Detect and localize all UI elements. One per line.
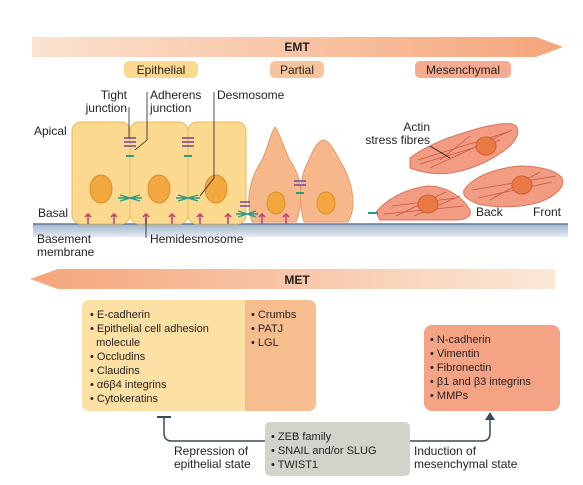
epithelial-cell [129, 121, 189, 225]
label-adherens-junction-2: junction [149, 101, 191, 115]
nucleus [266, 191, 286, 215]
stage-labels: Epithelial Partial Mesenchymal [124, 61, 511, 78]
tight-junctions [124, 137, 306, 207]
nucleus [204, 174, 228, 204]
transcription-factor: • SNAIL and/or SLUG [271, 445, 377, 457]
partial-emt-cells [248, 126, 354, 223]
label-desmosome: Desmosome [217, 88, 285, 102]
epithelial-marker: • α6β4 integrins [90, 379, 167, 391]
mesenchymal-marker-box: • N-cadherin • Vimentin • Fibronectin • … [424, 325, 560, 411]
repression-label-2: epithelial state [174, 457, 251, 471]
polarity-marker: • LGL [251, 337, 279, 349]
label-back: Back [476, 205, 504, 219]
leader-lines [128, 92, 451, 238]
induction-arrowhead [485, 412, 495, 420]
label-apical: Apical [34, 124, 67, 138]
label-adherens-junction-1: Adherens [150, 88, 201, 102]
stage-partial: Partial [280, 63, 314, 77]
emt-arrow: EMT [32, 37, 563, 57]
induction-label-1: Induction of [414, 444, 477, 458]
mesenchymal-marker: • Fibronectin [430, 362, 491, 374]
epithelial-cell [71, 121, 131, 225]
nucleus [89, 174, 113, 204]
label-front: Front [533, 205, 562, 219]
mesenchymal-cells [375, 123, 564, 221]
transcription-factor-box: • ZEB family • SNAIL and/or SLUG • TWIST… [265, 422, 410, 476]
epithelial-marker: • Occludins [90, 351, 146, 363]
polarity-marker: • Crumbs [251, 309, 297, 321]
regulation-labels: Repression of epithelial state Induction… [174, 444, 518, 471]
transcription-factor: • ZEB family [271, 431, 332, 443]
label-tight-junction-1: Tight [101, 88, 128, 102]
label-basement-membrane-1: Basement [37, 232, 92, 246]
nucleus [417, 194, 439, 214]
transcription-factor: • TWIST1 [271, 459, 318, 471]
mesenchymal-marker: • MMPs [430, 390, 469, 402]
emt-arrow-label: EMT [284, 40, 310, 54]
nucleus [316, 191, 336, 215]
label-tight-junction-2: junction [85, 101, 127, 115]
basement-membrane [33, 223, 568, 237]
nucleus [475, 136, 497, 156]
mesenchymal-cell-top [409, 123, 519, 175]
label-basement-membrane-2: membrane [37, 245, 95, 259]
met-arrow-label: MET [284, 273, 310, 287]
epithelial-marker: molecule [90, 337, 140, 349]
polarity-marker: • PATJ [251, 323, 283, 335]
label-basal: Basal [38, 206, 68, 220]
mesenchymal-marker: • β1 and β3 integrins [430, 376, 531, 388]
mesenchymal-marker: • Vimentin [430, 348, 480, 360]
cell-annotations: Tight junction Adherens junction Desmoso… [34, 88, 562, 259]
mesenchymal-marker: • N-cadherin [430, 334, 491, 346]
stage-mesenchymal: Mesenchymal [426, 63, 500, 77]
nucleus [147, 174, 171, 204]
adherens-junctions [126, 155, 378, 214]
induction-connector [410, 419, 491, 442]
induction-label-2: mesenchymal state [414, 457, 518, 471]
label-actin-stress-fibres-2: stress fibres [365, 133, 430, 147]
repression-connector [163, 418, 265, 442]
hemidesmosomes [84, 212, 290, 224]
epithelial-marker: • Cytokeratins [90, 393, 159, 405]
label-actin-stress-fibres-1: Actin [403, 120, 430, 134]
epithelial-marker: • E-cadherin [90, 309, 150, 321]
met-arrow: MET [30, 269, 555, 289]
repression-label-1: Repression of [174, 444, 249, 458]
epithelial-marker-box: • E-cadherin • Epithelial cell adhesion … [82, 300, 245, 411]
epithelial-cell [187, 121, 247, 225]
partial-cell [300, 139, 354, 223]
partial-cell [248, 126, 302, 223]
epithelial-marker: • Epithelial cell adhesion [90, 323, 209, 335]
stage-epithelial: Epithelial [137, 63, 186, 77]
desmosomes [118, 194, 258, 218]
regulation-connectors [157, 412, 495, 442]
nucleus [511, 175, 533, 195]
epithelial-marker: • Claudins [90, 365, 140, 377]
epithelial-cells [71, 121, 247, 225]
label-hemidesmosome: Hemidesmosome [150, 232, 244, 246]
polarity-marker-box: • Crumbs • PATJ • LGL [245, 300, 316, 411]
